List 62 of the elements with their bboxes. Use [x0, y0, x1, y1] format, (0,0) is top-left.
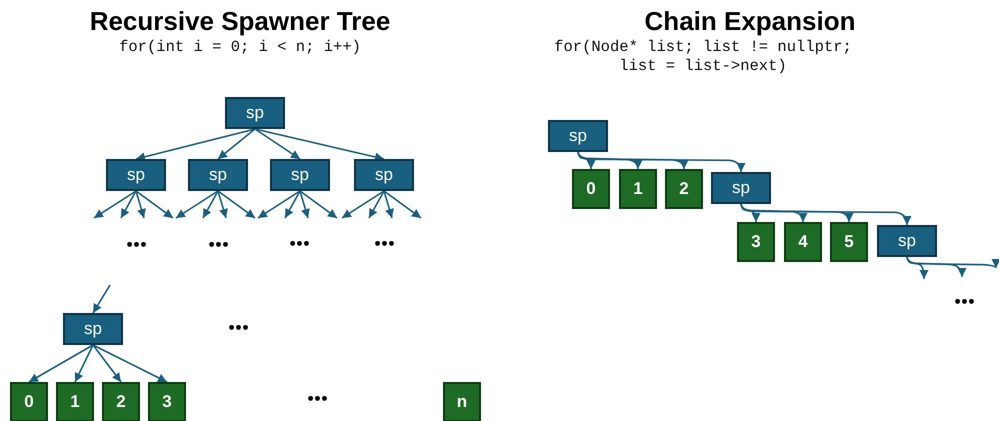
item-box: 5 — [830, 222, 868, 262]
spawner-box: sp — [225, 97, 285, 129]
arrow — [92, 284, 111, 314]
ellipsis: ••• — [954, 296, 976, 308]
arrow — [202, 190, 219, 218]
spawner-box: sp — [877, 225, 937, 257]
arrow — [176, 190, 218, 219]
arrow — [218, 190, 256, 219]
arrow — [218, 128, 256, 160]
arrow — [254, 128, 384, 162]
arrow — [28, 344, 94, 383]
arrow — [217, 190, 228, 218]
diagram-heading: Chain Expansion — [644, 6, 856, 37]
item-box: 2 — [665, 169, 703, 209]
ellipsis: ••• — [306, 393, 330, 405]
arrow — [136, 190, 174, 219]
arrow — [342, 190, 384, 219]
arrow — [284, 190, 301, 218]
spawner-box: sp — [188, 159, 248, 191]
arrow — [74, 344, 94, 382]
arrow — [258, 190, 300, 219]
arrow — [92, 344, 122, 382]
spawner-box: sp — [548, 120, 608, 152]
item-box: 3 — [148, 382, 186, 421]
code-snippet: for(int i = 0; i < n; i++) — [118, 38, 362, 57]
arrow — [368, 190, 385, 218]
arrow — [254, 128, 300, 160]
arrow — [135, 190, 146, 218]
item-box: n — [443, 382, 481, 421]
code-snippet: for(Node* list; list != nullptr; list = list->next) — [553, 38, 853, 76]
diagram-heading: Recursive Spawner Tree — [88, 6, 392, 37]
spawner-box: sp — [711, 172, 771, 204]
arrow — [577, 152, 746, 172]
arrow — [300, 190, 338, 219]
item-box: 2 — [102, 382, 140, 421]
arrow — [94, 190, 136, 219]
ellipsis: ••• — [374, 238, 396, 250]
ellipsis: ••• — [208, 239, 230, 251]
item-box: 1 — [619, 169, 657, 209]
arrow — [740, 204, 760, 222]
arrow — [577, 152, 596, 170]
arrow — [136, 128, 256, 162]
arrow — [299, 190, 310, 218]
arrow — [740, 204, 912, 226]
ellipsis: ••• — [126, 239, 148, 251]
spawner-box: sp — [354, 159, 414, 191]
spawner-box: sp — [270, 159, 330, 191]
arrow — [906, 256, 928, 280]
arrow — [383, 190, 394, 218]
item-box: 1 — [56, 382, 94, 421]
arrow — [906, 256, 998, 268]
item-box: 0 — [10, 382, 48, 421]
ellipsis: ••• — [288, 238, 312, 250]
item-box: 4 — [784, 222, 822, 262]
spawner-box: sp — [63, 313, 123, 345]
arrow — [92, 344, 168, 383]
item-box: 3 — [737, 222, 775, 262]
arrow — [384, 190, 422, 219]
item-box: 0 — [572, 169, 610, 209]
spawner-box: sp — [106, 159, 166, 191]
ellipsis: ••• — [228, 322, 250, 334]
arrow — [120, 190, 137, 218]
